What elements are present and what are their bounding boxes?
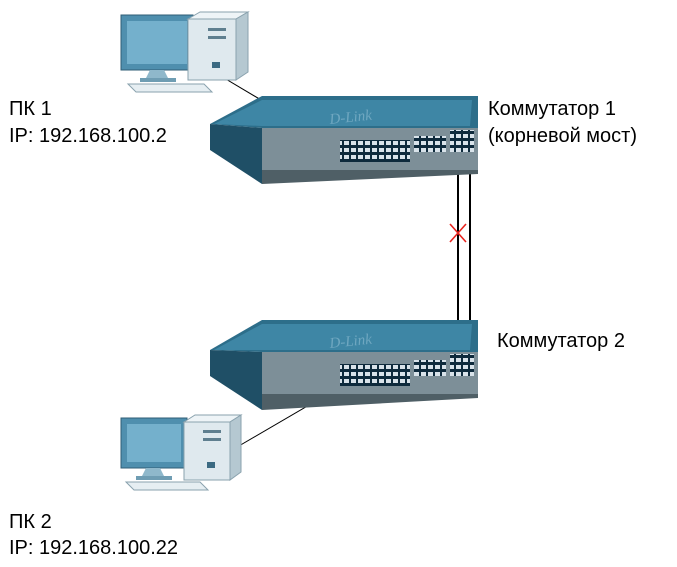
switch1-device: D-Link [210, 96, 478, 184]
switch2-brand-logo: D-Link [328, 332, 373, 352]
switch1-brand-logo: D-Link [328, 108, 373, 128]
blocked-link-cross-icon [449, 223, 467, 243]
pc1-name-label: ПК 1 [9, 98, 52, 120]
pc2-ip-label: IP: 192.168.100.22 [9, 537, 179, 559]
pc2-name-label: ПК 2 [9, 511, 52, 533]
switch1-role-label: (корневой мост) [488, 125, 637, 147]
pc2-computer-icon [120, 414, 243, 491]
switch2-name-label: Коммутатор 2 [497, 330, 625, 352]
switch2-device: D-Link [210, 320, 478, 410]
pc1-ip-label: IP: 192.168.100.2 [9, 125, 167, 147]
pc1-computer-icon [120, 11, 250, 93]
switch1-name-label: Коммутатор 1 [488, 98, 616, 120]
